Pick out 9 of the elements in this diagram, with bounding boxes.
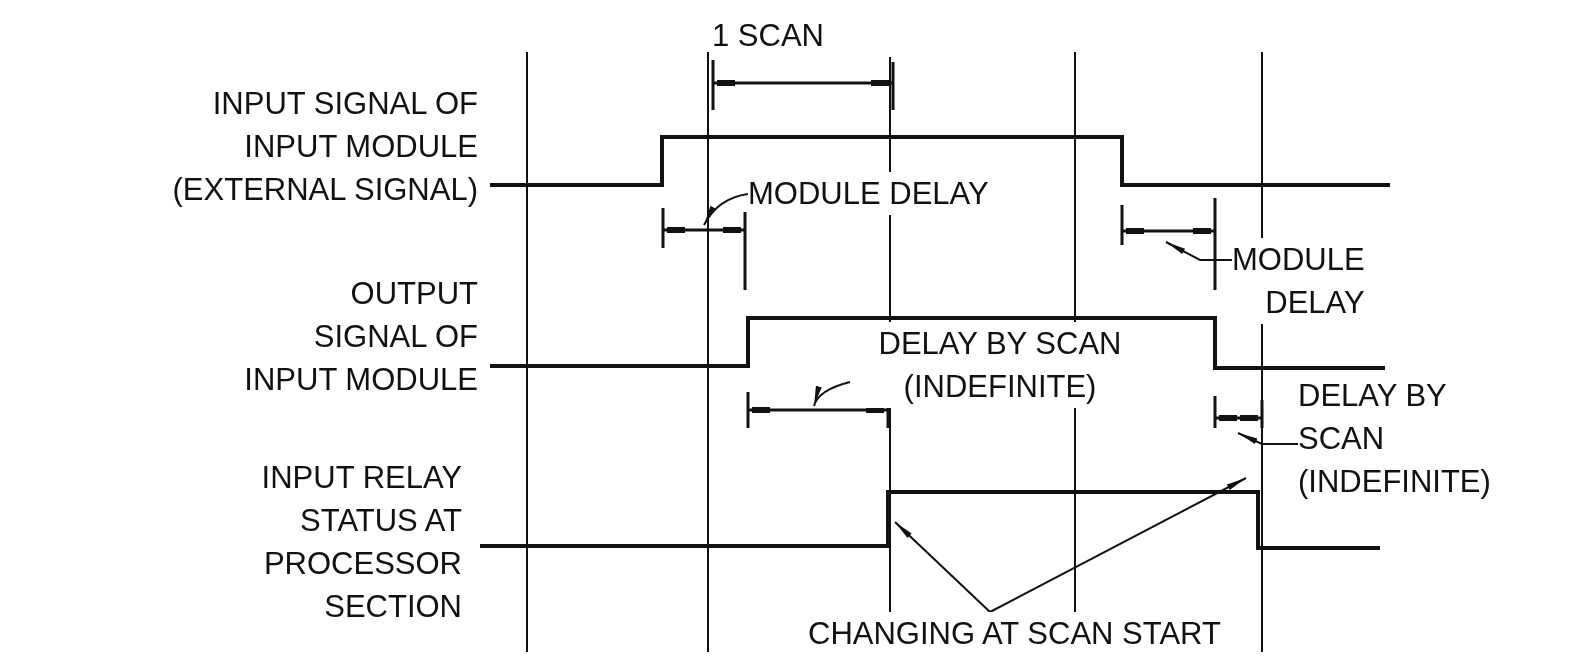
- annotation-text: MODULE DELAY: [1232, 238, 1365, 324]
- leader-line: [1237, 432, 1299, 445]
- annotation-text: CHANGING AT SCAN START: [808, 612, 1221, 655]
- leader-line: [703, 193, 749, 226]
- leader-line: [989, 477, 1247, 613]
- leader-line: [894, 521, 991, 613]
- annotation-text: MODULE DELAY: [748, 172, 989, 215]
- leader-line: [1165, 241, 1233, 261]
- leader-line: [813, 381, 851, 407]
